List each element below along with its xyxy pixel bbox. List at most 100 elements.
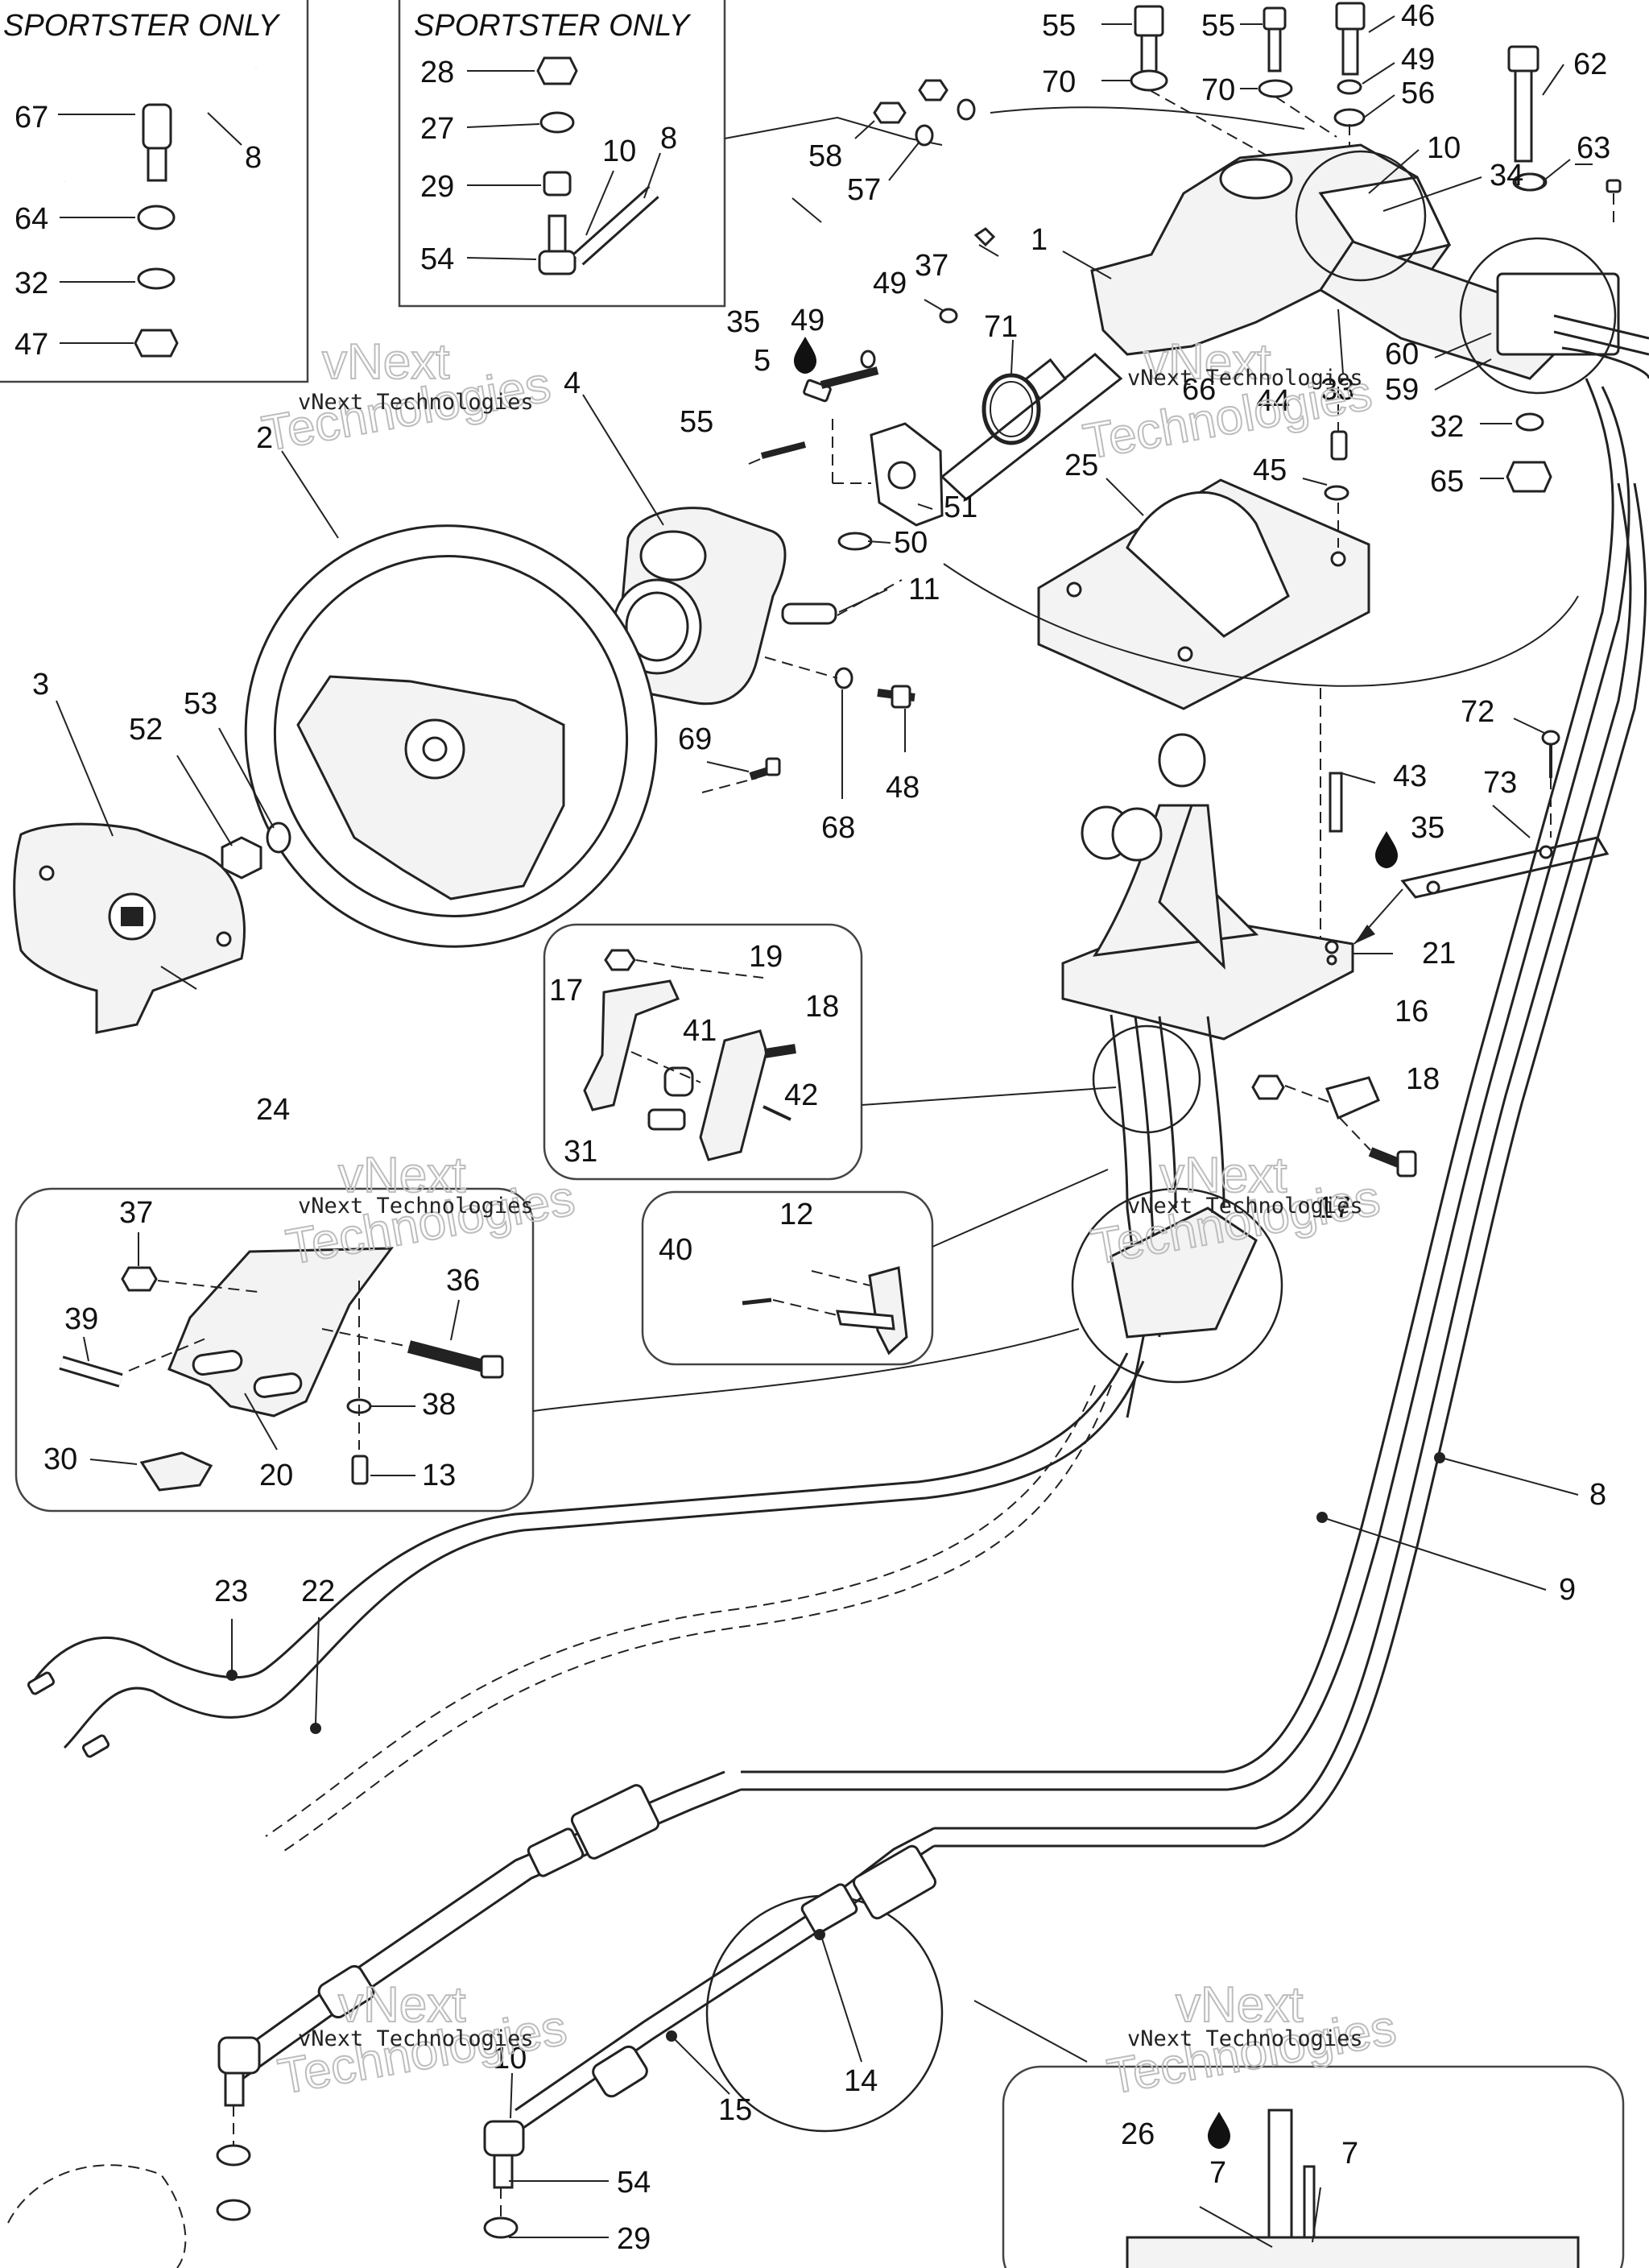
callout-45: 45 <box>1253 453 1287 487</box>
lower-left-inset <box>14 1187 1080 1513</box>
callout-36: 36 <box>446 1264 480 1297</box>
callout-5: 5 <box>754 344 771 378</box>
callout-37b: 37 <box>119 1196 153 1230</box>
callout-73: 73 <box>1483 766 1517 800</box>
oil-drop-icon <box>794 337 816 374</box>
callout-40: 40 <box>659 1233 692 1267</box>
callout-66: 66 <box>1182 373 1216 407</box>
inset-right-header: SPORTSTER ONLY <box>414 9 692 43</box>
callout-49b: 49 <box>873 267 907 300</box>
callout-10-bottom: 10 <box>493 2042 527 2076</box>
callout-50: 50 <box>894 526 928 560</box>
svg-text:vNext: vNext <box>1176 1977 1303 2033</box>
callout-8-cable: 8 <box>1589 1478 1606 1512</box>
callout-29: 29 <box>420 170 454 204</box>
watermark-3: vNext Technologies vNext Technologies <box>281 1147 579 1277</box>
svg-text:vNext Technologies: vNext Technologies <box>1127 366 1363 391</box>
callout-27: 27 <box>420 112 454 146</box>
steering-housing-group <box>724 2 1649 710</box>
oil-drop-icon-3 <box>1208 2112 1230 2149</box>
callout-3: 3 <box>32 668 49 702</box>
bracket-inset <box>543 923 1117 1181</box>
callout-72: 72 <box>1461 695 1494 729</box>
callout-7a: 7 <box>1209 2156 1226 2190</box>
callout-59: 59 <box>1385 373 1419 407</box>
callout-47: 47 <box>14 328 48 362</box>
inset-sportster-right: SPORTSTER ONLY 28 27 29 10 8 54 <box>398 0 726 308</box>
callout-43: 43 <box>1393 759 1427 793</box>
callout-54-bottom: 54 <box>617 2166 651 2200</box>
callout-14: 14 <box>844 2064 878 2098</box>
callout-70a: 70 <box>1042 65 1076 99</box>
callout-53: 53 <box>184 687 217 721</box>
callout-15: 15 <box>718 2093 752 2127</box>
detail-box <box>1002 2065 1625 2268</box>
callout-29-bottom: 29 <box>617 2222 651 2256</box>
callout-56: 56 <box>1401 77 1435 110</box>
callout-67: 67 <box>14 101 48 135</box>
steering-wheel-group <box>13 419 915 1034</box>
callout-7b: 7 <box>1341 2137 1358 2171</box>
callout-63: 63 <box>1577 131 1610 165</box>
callout-24: 24 <box>256 1093 290 1127</box>
watermark-1: vNext Technologies vNext Technologies <box>257 333 555 463</box>
callout-13: 13 <box>422 1459 456 1492</box>
callout-55c: 55 <box>680 405 713 439</box>
callout-19: 19 <box>749 940 783 974</box>
callout-35b: 35 <box>1411 811 1444 845</box>
callout-23: 23 <box>214 1575 248 1608</box>
svg-text:vNext Technologies: vNext Technologies <box>298 2026 534 2051</box>
callout-26: 26 <box>1121 2117 1155 2151</box>
callout-2: 2 <box>256 421 273 455</box>
callout-51: 51 <box>944 490 977 524</box>
callout-35a: 35 <box>726 305 760 339</box>
svg-text:vNext: vNext <box>338 1148 465 1203</box>
callout-8b: 8 <box>660 122 677 155</box>
callout-68: 68 <box>821 811 855 845</box>
svg-text:vNext: vNext <box>322 334 449 390</box>
callout-55a: 55 <box>1042 9 1076 43</box>
callout-18b: 18 <box>1406 1062 1440 1096</box>
callout-38: 38 <box>422 1388 456 1422</box>
callout-11: 11 <box>908 573 940 606</box>
callout-41: 41 <box>683 1014 717 1048</box>
callout-30: 30 <box>43 1442 77 1476</box>
svg-text:vNext Technologies: vNext Technologies <box>1127 1194 1363 1219</box>
callout-21: 21 <box>1422 937 1456 971</box>
callout-69: 69 <box>678 722 712 756</box>
callout-18a: 18 <box>805 990 839 1024</box>
callout-20: 20 <box>259 1459 293 1492</box>
callout-4: 4 <box>564 366 581 400</box>
inset-left-header: SPORTSTER ONLY <box>3 9 281 43</box>
callout-71: 71 <box>984 310 1018 344</box>
callout-9: 9 <box>1559 1573 1576 1607</box>
callout-25: 25 <box>1064 449 1098 482</box>
callout-28: 28 <box>420 56 454 89</box>
callout-1: 1 <box>1031 223 1048 257</box>
pin-inset <box>641 1169 1109 1366</box>
svg-text:vNext: vNext <box>1143 334 1271 390</box>
callout-57: 57 <box>847 173 881 207</box>
callout-10: 10 <box>602 135 636 168</box>
callout-33: 33 <box>1320 373 1354 407</box>
callout-58: 58 <box>808 139 842 173</box>
callout-39: 39 <box>64 1302 98 1336</box>
callout-42: 42 <box>784 1078 818 1112</box>
cables-group <box>7 378 1647 2268</box>
callout-leaders <box>56 15 1571 990</box>
watermark-6: vNext Technologies vNext Technologies <box>1102 1976 1400 2106</box>
callout-44: 44 <box>1256 384 1290 418</box>
svg-text:vNext Technologies: vNext Technologies <box>298 1194 534 1219</box>
callout-49a: 49 <box>1401 43 1435 77</box>
callout-60: 60 <box>1385 337 1419 371</box>
callout-8: 8 <box>245 141 262 175</box>
callout-12: 12 <box>779 1198 813 1231</box>
callout-34: 34 <box>1490 159 1523 192</box>
callout-48: 48 <box>886 771 920 805</box>
callout-31: 31 <box>564 1135 597 1169</box>
callout-70b: 70 <box>1201 73 1235 107</box>
callout-17a: 17 <box>549 974 583 1008</box>
callout-54: 54 <box>420 242 454 276</box>
callout-64: 64 <box>14 202 48 236</box>
